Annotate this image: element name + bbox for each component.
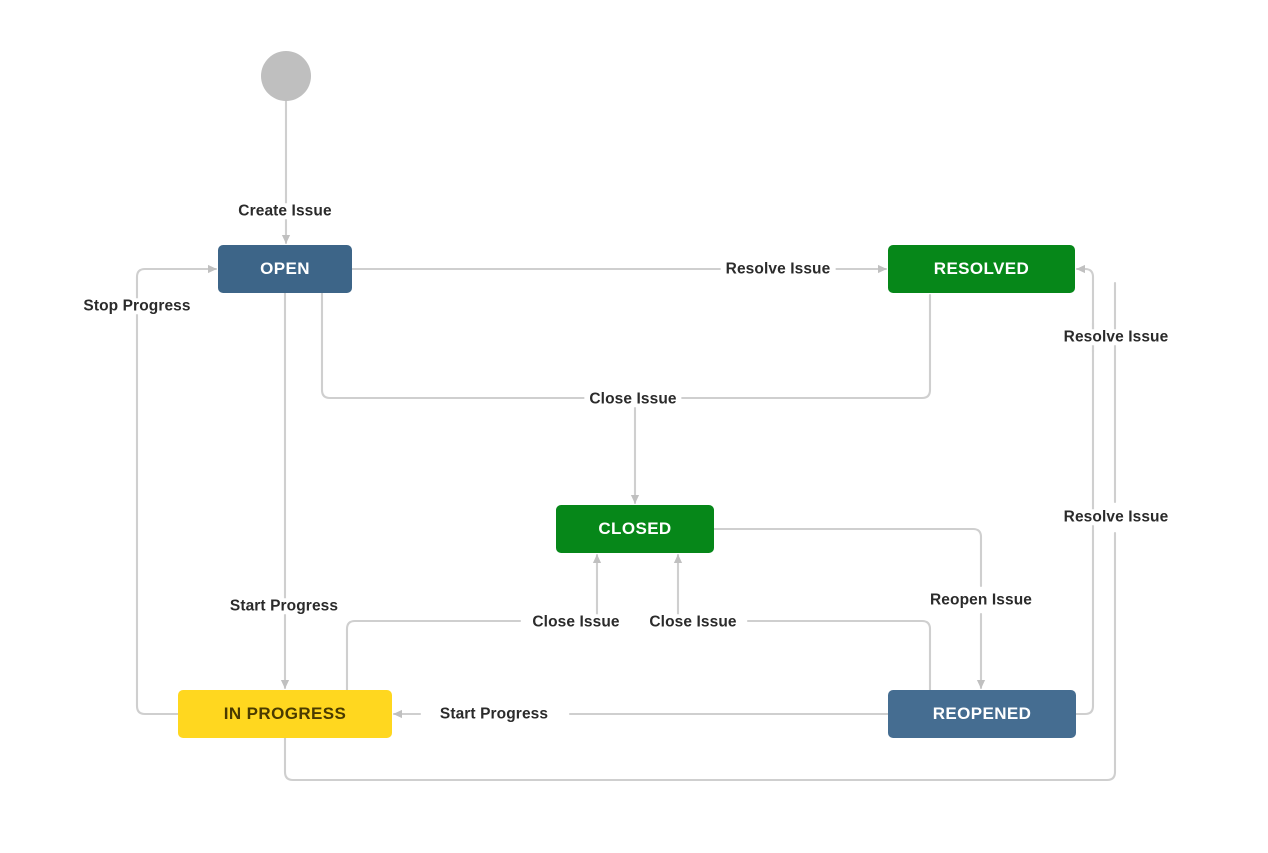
state-node-in-progress-label: IN PROGRESS [223,704,347,723]
edge-label-close-issue-reopened: Close Issue [644,614,742,630]
state-node-closed[interactable]: CLOSED [556,505,714,553]
state-node-open-label: OPEN [260,259,310,278]
edge-label-start-progress-reopened: Start Progress [434,706,554,722]
state-node-in-progress[interactable]: IN PROGRESS [178,690,392,738]
state-node-resolved-label: RESOLVED [933,259,1030,278]
edge-open-to-resolved-bottom-rail [320,291,932,400]
edge-resolve-issue-reopened-arrow [1075,264,1095,354]
state-node-resolved[interactable]: RESOLVED [888,245,1075,293]
edge-label-start-progress-open: Start Progress [224,598,344,614]
edge-label-stop-progress: Stop Progress [78,298,196,314]
edge-stop-progress [135,264,218,716]
state-node-reopened[interactable]: REOPENED [888,690,1076,738]
edge-resolve-issue-reopened [1074,321,1095,716]
edge-label-create-issue: Create Issue [233,203,337,219]
edge-reopen-issue-rail [712,527,983,588]
state-node-reopened-label: REOPENED [932,704,1032,723]
edge-resolve-issue-inprogress [283,531,1117,782]
start-node[interactable] [261,51,311,101]
edge-label-close-issue-in-progress: Close Issue [527,614,625,630]
edge-close-issue-inprogress [345,619,522,692]
edge-label-reopen-issue: Reopen Issue [925,592,1037,608]
state-node-closed-label: CLOSED [598,519,672,538]
edge-label-resolve-issue-open: Resolve Issue [720,261,836,277]
state-node-open[interactable]: OPEN [218,245,352,293]
edge-label-resolve-issue-in-progress: Resolve Issue [1058,509,1174,525]
edge-label-resolve-issue-reopened: Resolve Issue [1058,329,1174,345]
edge-label-close-issue-open: Close Issue [584,391,682,407]
